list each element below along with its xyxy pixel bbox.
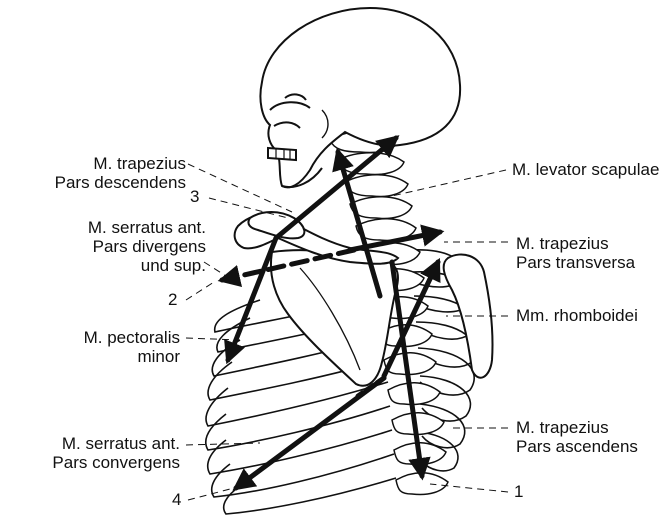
label-trapezius-ascendens: M. trapezius Pars ascendens	[516, 418, 638, 456]
number-3: 3	[190, 187, 199, 207]
label-serratus-convergens: M. serratus ant. Pars convergens	[20, 434, 180, 472]
label-levator-scapulae: M. levator scapulae	[512, 160, 659, 179]
number-4: 4	[172, 490, 181, 510]
number-1: 1	[514, 482, 523, 502]
label-rhomboidei: Mm. rhomboidei	[516, 306, 638, 325]
label-trapezius-descendens: M. trapezius Pars descendens	[40, 154, 186, 192]
label-serratus-divergens: M. serratus ant. Pars divergens und sup.	[40, 218, 206, 275]
label-trapezius-transversa: M. trapezius Pars transversa	[516, 234, 635, 272]
number-2: 2	[168, 290, 177, 310]
label-pectoralis-minor: M. pectoralis minor	[40, 328, 180, 366]
